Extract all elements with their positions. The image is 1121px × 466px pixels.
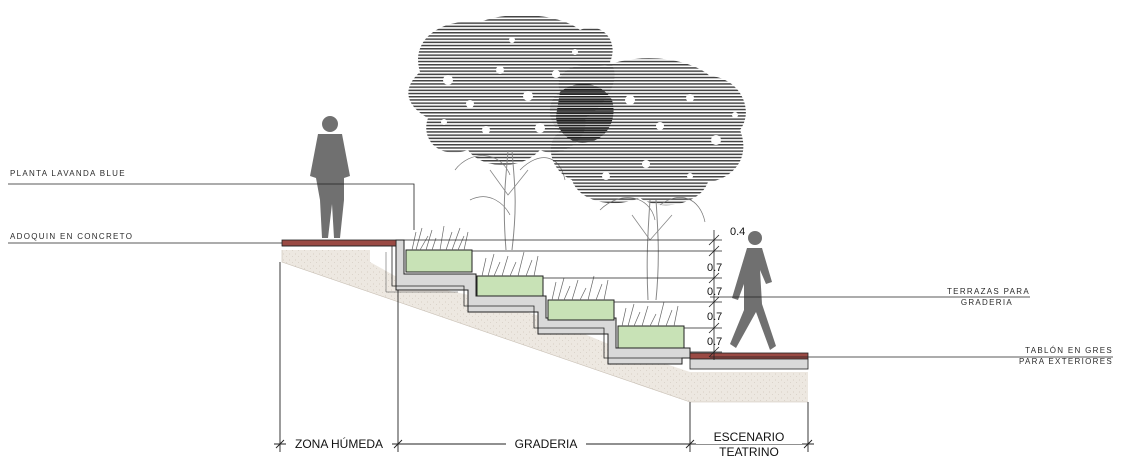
label-planta-lavanda: PLANTA LAVANDA BLUE [10,169,126,178]
leader-lines [8,183,1113,358]
dimension-value: 0.4 [730,226,746,238]
label-terrazas-line2: GRADERIA [960,298,1013,307]
person-standing [310,116,350,238]
dimension-value: 0.7 [707,336,723,348]
dimension-value: 0.7 [707,262,723,274]
label-adoquin: ADOQUIN EN CONCRETO [10,232,134,241]
dimension-value: 0.7 [707,286,723,298]
label-tablon-line1: TABLÓN EN GRES [1025,346,1113,355]
upper-pavement [281,239,397,247]
tree-right [549,58,746,301]
zone-label-escenario: ESCENARIO [696,430,802,444]
dimension-chain [404,230,722,360]
zone-label-zona-humeda: ZONA HÚMEDA [286,437,392,451]
label-terrazas-line1: TERRAZAS PARA [947,287,1030,296]
zone-label-graderia: GRADERIA [506,437,586,451]
label-tablon-line2: PARA EXTERIORES [1018,357,1113,366]
lower-pavement [689,352,809,360]
person-walking [730,231,776,350]
zone-label-teatrino: TEATRINO [696,445,802,459]
dimension-value: 0.7 [707,311,723,323]
planters [405,249,685,349]
